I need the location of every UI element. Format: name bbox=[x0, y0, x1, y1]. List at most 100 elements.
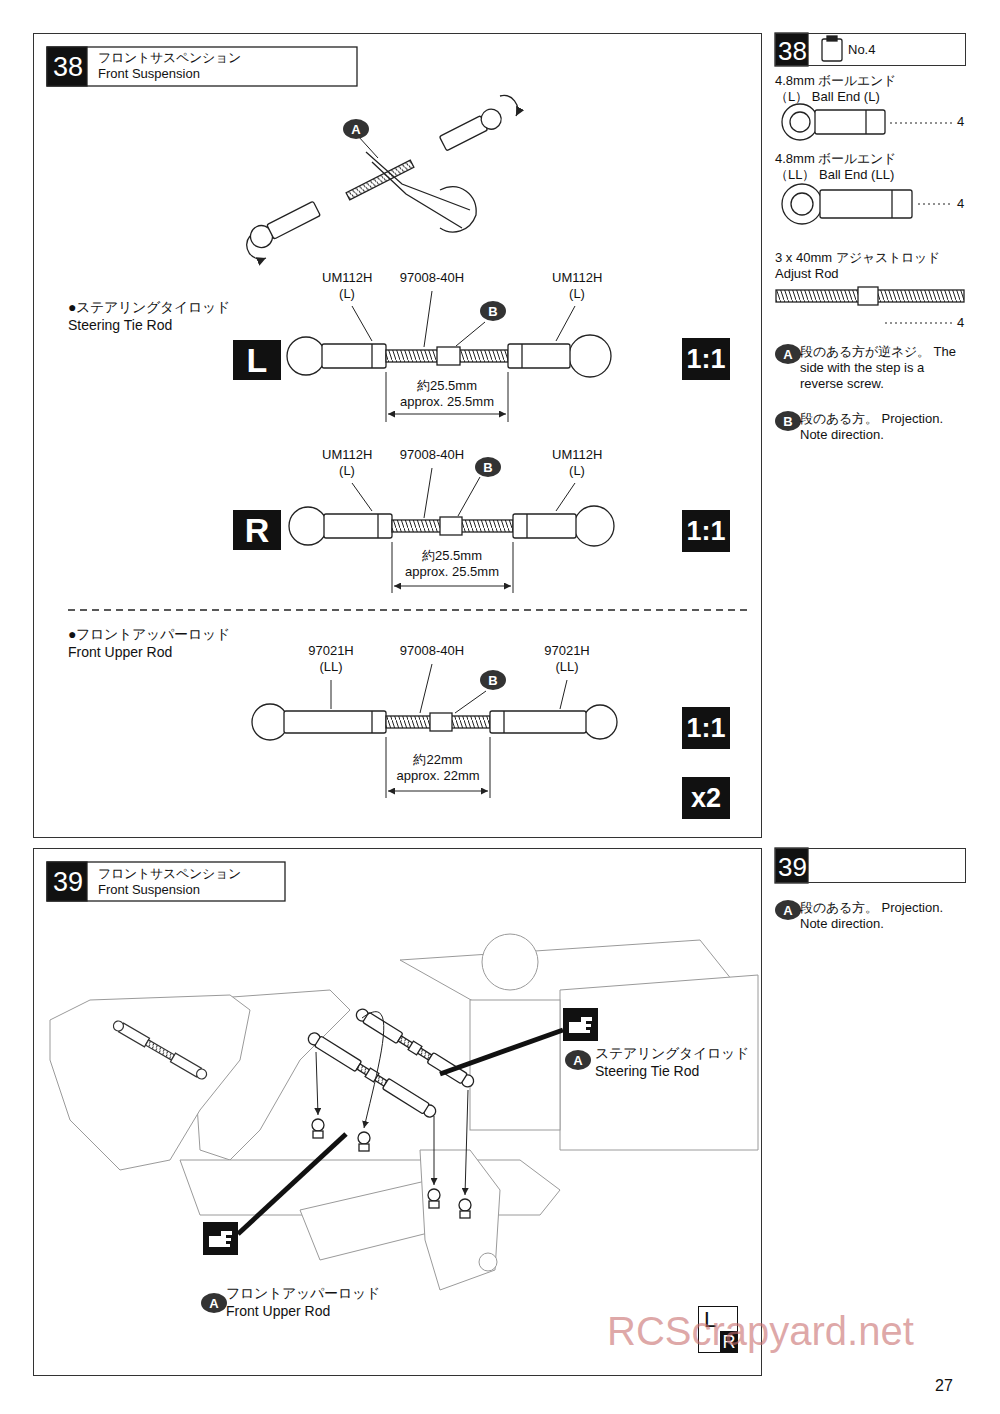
callout-circle: A bbox=[343, 119, 369, 139]
rods-to-install bbox=[398, 1036, 432, 1060]
step39-frame bbox=[47, 848, 808, 901]
watermark: RCScrapyard.net bbox=[607, 1306, 914, 1356]
dimension-lines bbox=[394, 586, 511, 587]
note-text: 段のある方。 Projection. Note direction. bbox=[800, 411, 962, 443]
pliers-illustration bbox=[439, 116, 487, 151]
callout-letter: A bbox=[565, 1050, 591, 1070]
scale-text: 1:1 bbox=[682, 338, 730, 380]
tie-rod-left bbox=[437, 347, 460, 365]
leader-lines bbox=[556, 483, 575, 511]
step-number: 38 bbox=[48, 48, 88, 87]
dimension-lines bbox=[392, 542, 393, 593]
side-letter: L bbox=[233, 340, 281, 380]
parts-list-art bbox=[782, 104, 818, 140]
pointer-callouts bbox=[203, 1222, 238, 1255]
step38-frame bbox=[822, 39, 842, 61]
rods-to-install bbox=[358, 1132, 370, 1144]
dimension: 約22mm approx. 22mm bbox=[396, 752, 480, 784]
pointer-callouts bbox=[569, 1017, 592, 1033]
tie-rod-left bbox=[521, 344, 522, 368]
rods-to-install bbox=[459, 1199, 471, 1211]
parts-list-art bbox=[890, 123, 952, 124]
part-number: 97008-40H bbox=[400, 270, 464, 286]
dimension-lines bbox=[386, 372, 387, 422]
dimension-lines bbox=[386, 737, 387, 798]
pointer-callouts bbox=[563, 1008, 598, 1041]
part-number: 97008-40H bbox=[400, 447, 464, 463]
upper-rod bbox=[583, 705, 617, 739]
callout-letter: A bbox=[775, 344, 801, 364]
rods-to-install bbox=[408, 1041, 422, 1055]
note-text: 段のある方。 Projection. Note direction. bbox=[800, 900, 962, 932]
notes-header: 39 bbox=[775, 848, 966, 883]
part-name: 4.8mm ボールエンド（LL） Ball End (LL) bbox=[775, 151, 897, 183]
dimension: 約25.5mm approx. 25.5mm bbox=[405, 548, 499, 580]
callout-letter: A bbox=[343, 119, 369, 139]
step39-frame bbox=[47, 862, 285, 901]
part-number: UM112H (L) bbox=[552, 270, 602, 302]
chassis-sketch bbox=[470, 1000, 560, 1130]
scale-badge: 1:1 bbox=[682, 707, 730, 749]
parts-header: 38 No.4 bbox=[775, 33, 966, 66]
callout-circle: B bbox=[480, 670, 506, 690]
rods-to-install bbox=[354, 1007, 476, 1089]
callout-letter: B bbox=[775, 411, 801, 431]
tie-rod-left bbox=[322, 344, 386, 368]
part-number: UM112H (L) bbox=[322, 270, 372, 302]
tie-rod-right bbox=[574, 506, 614, 546]
parts-list-art bbox=[858, 287, 878, 305]
step-title: フロントサスペンション Front Suspension bbox=[98, 50, 240, 82]
quantity: 4 bbox=[957, 114, 964, 130]
callout-text: ステアリングタイロッド Steering Tie Rod bbox=[595, 1044, 749, 1080]
quantity: 4 bbox=[957, 315, 964, 331]
leader-lines bbox=[331, 291, 575, 713]
quantity-text: x2 bbox=[682, 777, 730, 819]
scale-badge: 1:1 bbox=[682, 338, 730, 380]
rods-to-install bbox=[382, 1078, 429, 1114]
part-number: UM112H (L) bbox=[322, 447, 372, 479]
pliers-illustration bbox=[440, 187, 476, 232]
bag-number: No.4 bbox=[848, 42, 875, 58]
upper-rod bbox=[252, 704, 288, 740]
pliers-illustration bbox=[478, 106, 505, 133]
part-number: 97008-40H bbox=[400, 643, 464, 659]
parts-list-art bbox=[891, 190, 892, 218]
leader-lines bbox=[458, 477, 480, 516]
installed-rods bbox=[112, 1019, 126, 1033]
note-text: 段のある方が逆ネジ。 The side with the step is a r… bbox=[800, 344, 962, 392]
dimension-lines bbox=[386, 372, 513, 798]
rods-to-install bbox=[428, 1189, 440, 1201]
quantity: 4 bbox=[957, 196, 964, 212]
leader-lines bbox=[560, 680, 567, 709]
scale-text: 1:1 bbox=[682, 707, 730, 749]
pointer-callouts bbox=[440, 1030, 563, 1074]
parts-list-art bbox=[885, 323, 952, 324]
tie-rod-right bbox=[513, 514, 576, 538]
tie-rod-left bbox=[287, 335, 611, 377]
callout-circle: A bbox=[775, 344, 801, 364]
installed-rods bbox=[146, 1040, 175, 1060]
upper-rod bbox=[252, 704, 617, 740]
tie-rod-right bbox=[440, 517, 462, 535]
step-number: 39 bbox=[776, 849, 809, 884]
chassis-sketch bbox=[560, 975, 758, 1150]
dimension-lines bbox=[513, 542, 514, 593]
part-number: 97021H (LL) bbox=[308, 643, 354, 675]
callout-letter: A bbox=[775, 900, 801, 920]
quantity-badge: x2 bbox=[682, 777, 730, 819]
part-number: 97021H (LL) bbox=[544, 643, 590, 675]
scale-badge: 1:1 bbox=[682, 510, 730, 552]
upper-rod bbox=[430, 713, 452, 731]
upper-rod bbox=[490, 711, 586, 733]
parts-list-art bbox=[790, 112, 810, 132]
rods-to-install bbox=[312, 1119, 324, 1131]
dimension: 約25.5mm approx. 25.5mm bbox=[400, 378, 494, 410]
step-number: 38 bbox=[776, 34, 809, 67]
installed-rods bbox=[195, 1067, 209, 1081]
pliers-illustration bbox=[346, 160, 414, 200]
rods-to-install bbox=[306, 1007, 476, 1218]
leader-lines bbox=[455, 691, 486, 713]
side-letter: R bbox=[233, 510, 281, 550]
step39-frame bbox=[775, 848, 808, 883]
installed-rods bbox=[112, 1019, 209, 1081]
